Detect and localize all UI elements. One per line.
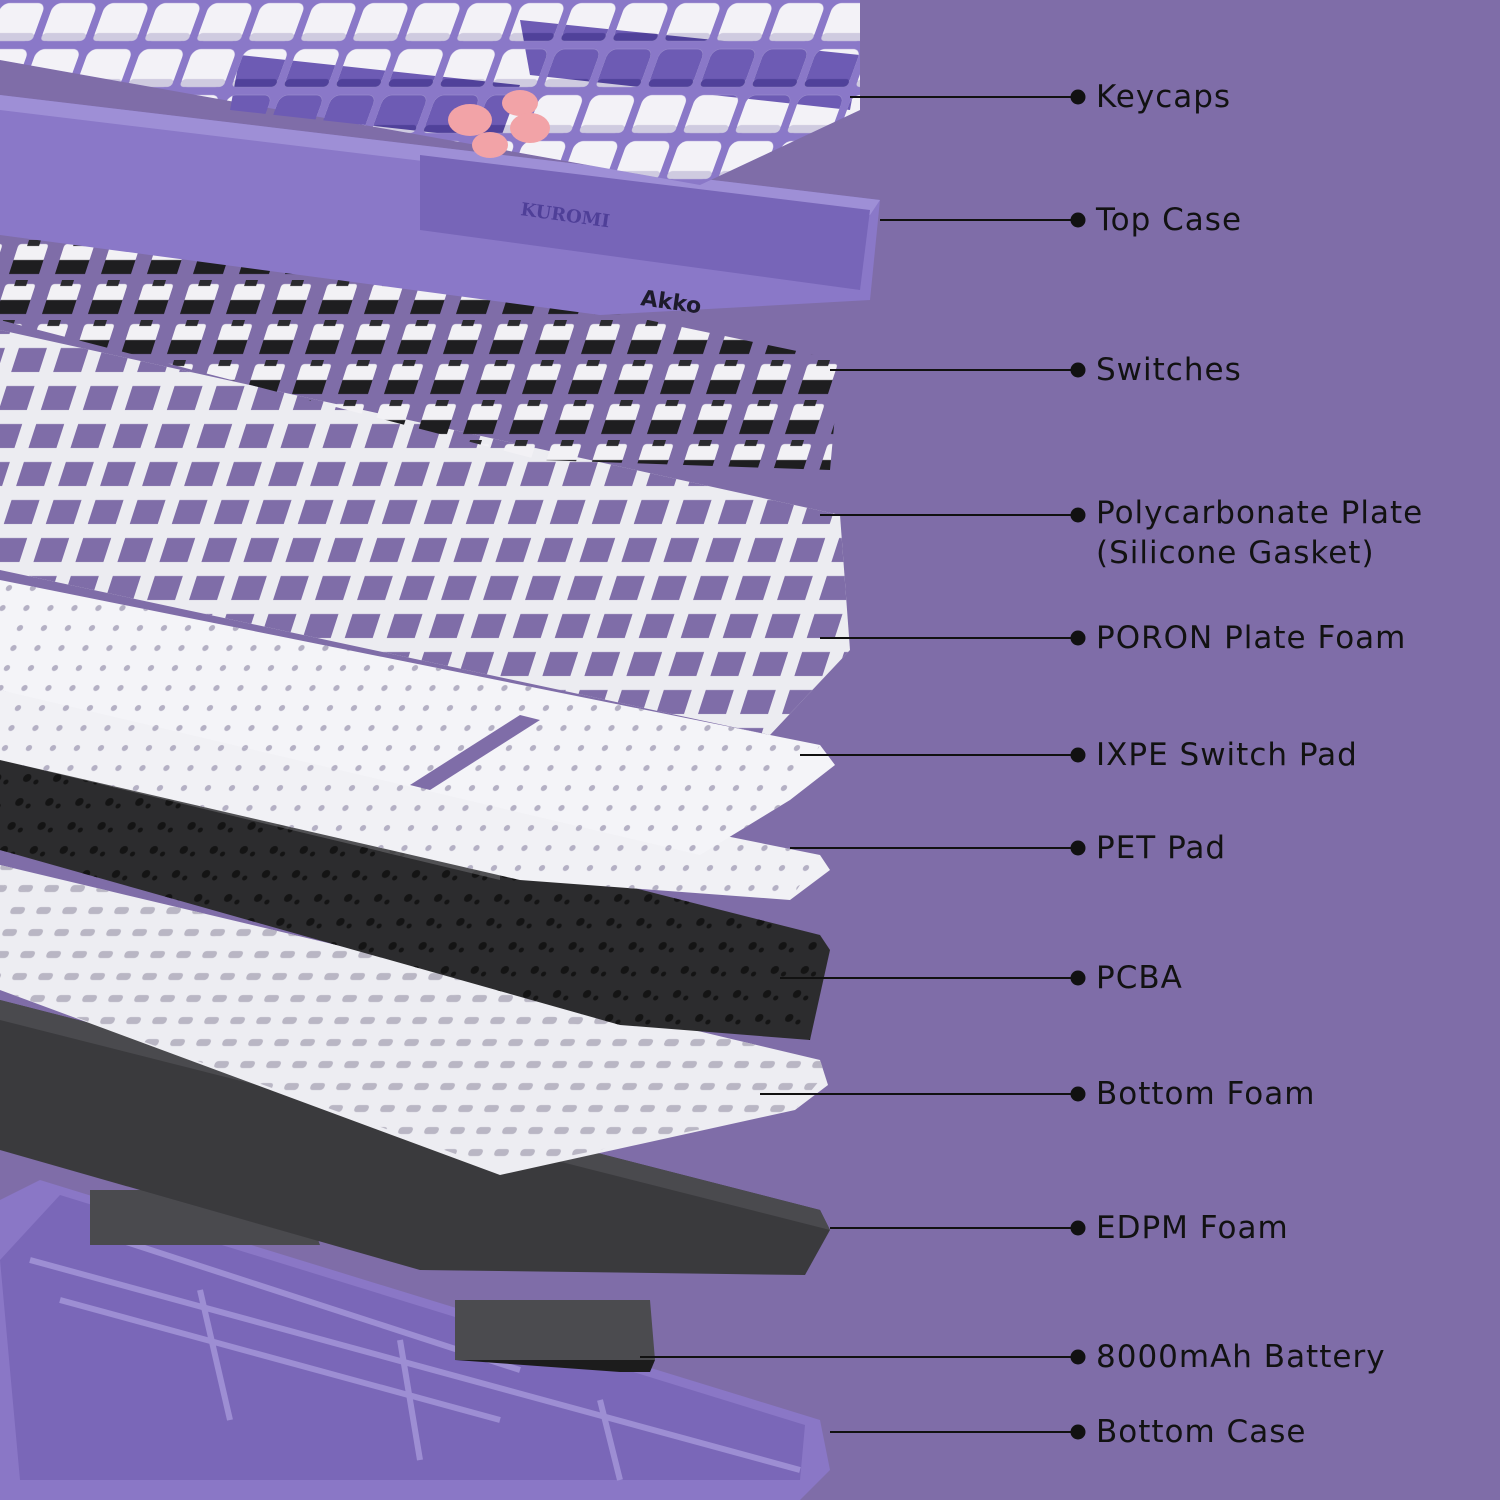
label-text: PORON Plate Foam: [1096, 620, 1407, 656]
leader-line: [790, 847, 1078, 849]
leader-line: [760, 1093, 1078, 1095]
label-text: Bottom Foam: [1096, 1076, 1316, 1112]
label-text: Switches: [1096, 352, 1242, 388]
leader-dot: [1070, 212, 1086, 228]
leader-line: [800, 754, 1078, 756]
label-text: PET Pad: [1096, 830, 1227, 866]
leader-dot: [1070, 970, 1086, 986]
leader-line: [830, 1431, 1078, 1433]
leader-dot: [1070, 362, 1086, 378]
poron-plate-foam-layer: [0, 580, 835, 855]
leader-line: [820, 637, 1078, 639]
leader-dot: [1070, 630, 1086, 646]
label-subtext: (Silicone Gasket): [1096, 535, 1375, 571]
leader-dot: [1070, 1424, 1086, 1440]
leader-line: [830, 369, 1078, 371]
leader-dot: [1070, 89, 1086, 105]
label-pet-pad: PET Pad: [1096, 828, 1226, 868]
label-battery: 8000mAh Battery: [1096, 1337, 1386, 1377]
label-ixpe-switch-pad: IXPE Switch Pad: [1096, 735, 1358, 775]
label-text: Top Case: [1096, 202, 1243, 238]
bottom-case-layer: [0, 1180, 830, 1500]
leader-line: [820, 514, 1078, 516]
label-poron-plate-foam: PORON Plate Foam: [1096, 618, 1406, 658]
label-bottom-case: Bottom Case: [1096, 1412, 1306, 1452]
top-case-layer: Akko KUROMI: [0, 95, 880, 319]
label-switches: Switches: [1096, 350, 1242, 390]
leader-dot: [1070, 840, 1086, 856]
label-text: PCBA: [1096, 960, 1183, 996]
label-text: Polycarbonate Plate: [1096, 495, 1424, 531]
leader-line: [830, 1227, 1078, 1229]
ixpe-switch-pad-layer: [0, 690, 830, 900]
battery-pack: [455, 1300, 655, 1372]
label-polycarbonate-plate: Polycarbonate Plate (Silicone Gasket): [1096, 493, 1423, 573]
leader-dot: [1070, 507, 1086, 523]
leader-line: [880, 219, 1078, 221]
pet-pad-layer: [0, 865, 828, 1175]
label-text: Bottom Case: [1096, 1414, 1307, 1450]
leader-dot: [1070, 1220, 1086, 1236]
leader-dot: [1070, 747, 1086, 763]
leader-dot: [1070, 1349, 1086, 1365]
label-keycaps: Keycaps: [1096, 77, 1231, 117]
label-edpm-foam: EDPM Foam: [1096, 1208, 1289, 1248]
leader-line: [850, 96, 1078, 98]
label-text: IXPE Switch Pad: [1096, 737, 1358, 773]
label-top-case: Top Case: [1096, 200, 1242, 240]
label-text: Keycaps: [1096, 79, 1232, 115]
label-bottom-foam: Bottom Foam: [1096, 1074, 1315, 1114]
label-text: 8000mAh Battery: [1096, 1339, 1386, 1375]
polycarbonate-plate-layer: [0, 330, 850, 735]
label-text: EDPM Foam: [1096, 1210, 1289, 1246]
leader-dot: [1070, 1086, 1086, 1102]
leader-line: [780, 977, 1078, 979]
leader-line: [640, 1356, 1078, 1358]
keycaps-layer: [0, 0, 860, 185]
label-pcba: PCBA: [1096, 958, 1183, 998]
